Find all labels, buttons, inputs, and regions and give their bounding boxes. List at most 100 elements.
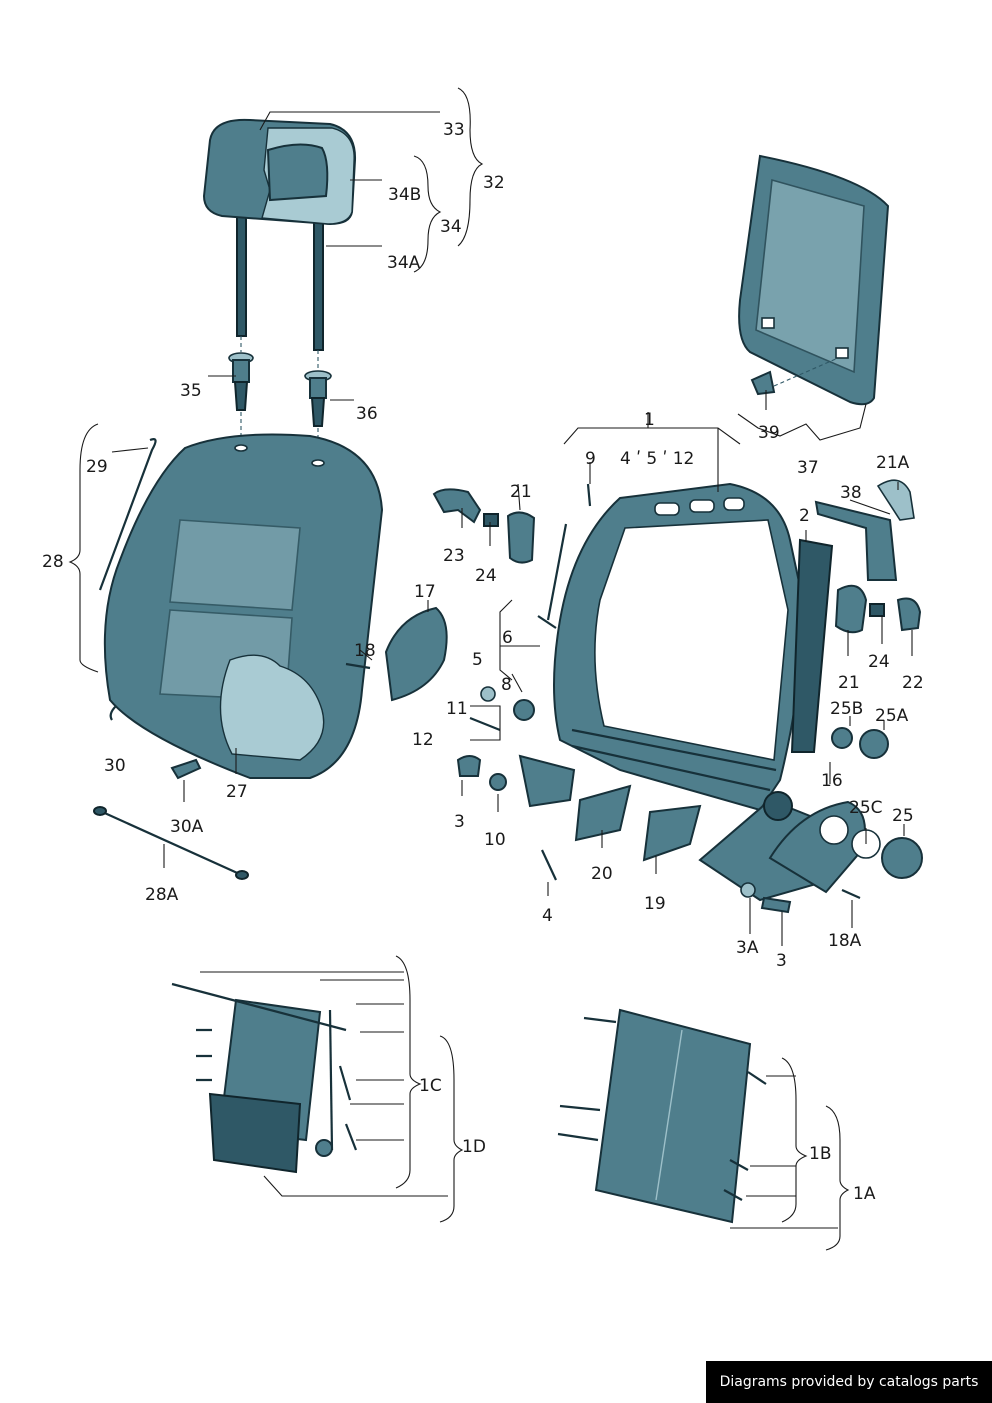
- label-17: 17: [414, 582, 436, 602]
- label-25C: 25C: [849, 798, 883, 818]
- label-34B: 34B: [388, 185, 421, 205]
- tension-rod-28A: [93, 806, 249, 880]
- label-39: 39: [758, 423, 780, 443]
- trim-38: [814, 500, 898, 581]
- label-34: 34: [440, 217, 462, 237]
- label-32: 32: [483, 173, 505, 193]
- trim-21A: [876, 479, 915, 521]
- label-24-right: 24: [868, 652, 890, 672]
- label-3A: 3A: [736, 938, 759, 958]
- recliner-mechanism: [698, 791, 866, 902]
- headrest-assembly: [202, 118, 357, 351]
- label-19: 19: [644, 894, 666, 914]
- label-36: 36: [356, 404, 378, 424]
- label-16: 16: [821, 771, 843, 791]
- spacer-10: [489, 773, 507, 791]
- headrest-inner-shell: [266, 143, 329, 202]
- bolt-3-left: [456, 755, 482, 777]
- label-4: 4: [542, 906, 553, 926]
- washer-25B: [831, 727, 853, 749]
- label-25A: 25A: [875, 706, 909, 726]
- cover-19: [642, 804, 702, 862]
- label-21A: 21A: [876, 453, 910, 473]
- headrest-guide-rod-left: [236, 211, 247, 337]
- label-8: 8: [501, 675, 512, 695]
- callout-labels: 33 32 34B 34 34A 35 36 29 28 30 27 30A 2…: [42, 120, 924, 1204]
- label-5: 5: [472, 650, 483, 670]
- label-35: 35: [180, 381, 202, 401]
- bolt-5: [537, 615, 557, 629]
- clip-30: [109, 705, 117, 721]
- bushing-8: [513, 699, 535, 721]
- label-25: 25: [892, 806, 914, 826]
- label-28A: 28A: [145, 885, 179, 905]
- label-12: 12: [412, 730, 434, 750]
- label-4-5-12: 4 ʹ 5 ʹ 12: [620, 449, 694, 469]
- cap-22: [896, 597, 922, 632]
- backrest-foam-cutaway: [219, 654, 325, 761]
- label-6: 6: [502, 628, 513, 648]
- label-38: 38: [840, 483, 862, 503]
- label-25B: 25B: [830, 699, 863, 719]
- label-18: 18: [354, 641, 376, 661]
- label-20: 20: [591, 864, 613, 884]
- label-34A: 34A: [387, 253, 421, 273]
- padding-strip-2: [790, 538, 834, 753]
- label-29: 29: [86, 457, 108, 477]
- washer-11: [480, 686, 496, 702]
- lumbar-support-1D: [171, 982, 358, 1174]
- label-23: 23: [443, 546, 465, 566]
- guide-sleeve-36: [304, 370, 332, 427]
- label-9: 9: [585, 449, 596, 469]
- retaining-wire-29: [98, 438, 157, 591]
- cable-6: [546, 523, 568, 621]
- label-10: 10: [484, 830, 506, 850]
- spring-wire-1C: [171, 982, 347, 1032]
- clip-30A: [170, 758, 202, 780]
- frame-opening: [594, 519, 789, 761]
- spring-4: [541, 849, 557, 881]
- pin-18A: [841, 888, 861, 900]
- hinge-plate-left: [518, 754, 576, 808]
- label-28: 28: [42, 552, 64, 572]
- label-1D: 1D: [462, 1137, 486, 1157]
- knob-25: [881, 837, 923, 879]
- guide-sleeve-35: [228, 352, 254, 411]
- handle-23: [432, 488, 482, 524]
- clip-24-right: [869, 603, 885, 617]
- spring-mat-1A: [557, 1008, 767, 1224]
- back-panel-37: [738, 154, 890, 406]
- clip-24-left: [483, 513, 499, 527]
- label-1: 1: [644, 410, 655, 430]
- label-18A: 18A: [828, 931, 862, 951]
- handle-21-left: [506, 511, 536, 564]
- spring-9: [586, 483, 592, 507]
- bolt-3-right: [760, 896, 792, 914]
- leader-lines: [68, 87, 913, 1251]
- label-3-right: 3: [776, 951, 787, 971]
- label-3-left: 3: [454, 812, 465, 832]
- label-30: 30: [104, 756, 126, 776]
- knob-25A: [859, 729, 889, 759]
- label-37: 37: [797, 458, 819, 478]
- label-21-right: 21: [838, 673, 860, 693]
- pin-18: [345, 662, 371, 670]
- label-1B: 1B: [809, 1144, 831, 1164]
- cover-20: [574, 784, 632, 842]
- label-27: 27: [226, 782, 248, 802]
- label-1C: 1C: [419, 1076, 442, 1096]
- label-2: 2: [799, 506, 810, 526]
- label-30A: 30A: [170, 817, 204, 837]
- handle-21-right: [834, 584, 868, 634]
- credit-banner: Diagrams provided by catalogs parts: [706, 1361, 992, 1403]
- label-22: 22: [902, 673, 924, 693]
- label-33: 33: [443, 120, 465, 140]
- screw-12: [469, 716, 501, 732]
- backrest-cushion: [103, 433, 384, 779]
- label-21-left: 21: [510, 482, 532, 502]
- washer-3A: [740, 882, 756, 898]
- label-24-left: 24: [475, 566, 497, 586]
- cover-17: [384, 606, 448, 702]
- label-1A: 1A: [853, 1184, 876, 1204]
